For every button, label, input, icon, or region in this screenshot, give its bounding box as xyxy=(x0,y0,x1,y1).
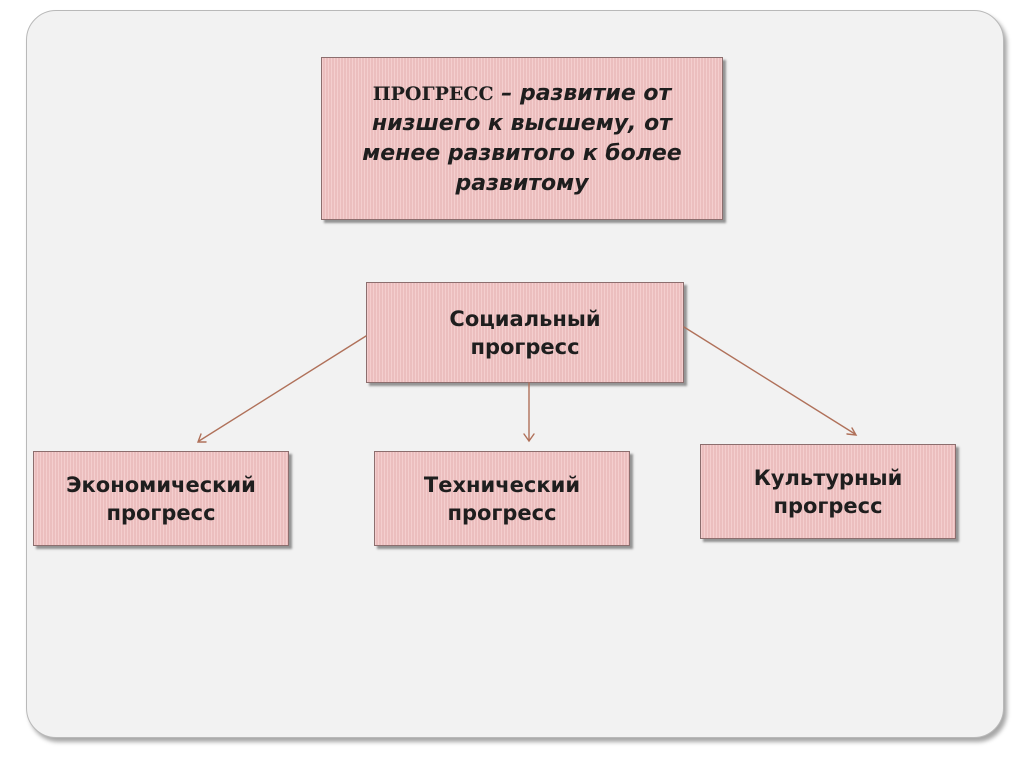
definition-text-1: развитие от xyxy=(519,80,672,106)
definition-dash: – xyxy=(493,80,520,106)
technical-progress-box: Технический прогресс xyxy=(374,451,630,546)
cultural-progress-box: Культурный прогресс xyxy=(700,444,956,539)
economic-progress-box: Экономический прогресс xyxy=(33,451,289,546)
definition-text-2: низшего к высшему, от xyxy=(372,110,672,136)
progress-definition-box: ПРОГРЕСС – развитие от низшего к высшему… xyxy=(321,57,723,220)
cultural-progress-label-2: прогресс xyxy=(773,493,883,518)
technical-progress-label-1: Технический xyxy=(423,472,581,497)
social-progress-box: Социальный прогресс xyxy=(366,282,684,383)
definition-text-4: развитому xyxy=(455,170,589,196)
definition-term: ПРОГРЕСС xyxy=(372,82,494,105)
economic-progress-label-2: прогресс xyxy=(106,500,216,525)
technical-progress-label-2: прогресс xyxy=(447,500,557,525)
cultural-progress-label-1: Культурный xyxy=(753,465,903,490)
economic-progress-label-1: Экономический xyxy=(66,472,256,497)
social-progress-label-2: прогресс xyxy=(470,334,580,359)
social-progress-label-1: Социальный xyxy=(449,306,601,331)
definition-line-1: ПРОГРЕСС – развитие от xyxy=(373,79,672,109)
definition-text-3: менее развитого к более xyxy=(362,140,682,166)
